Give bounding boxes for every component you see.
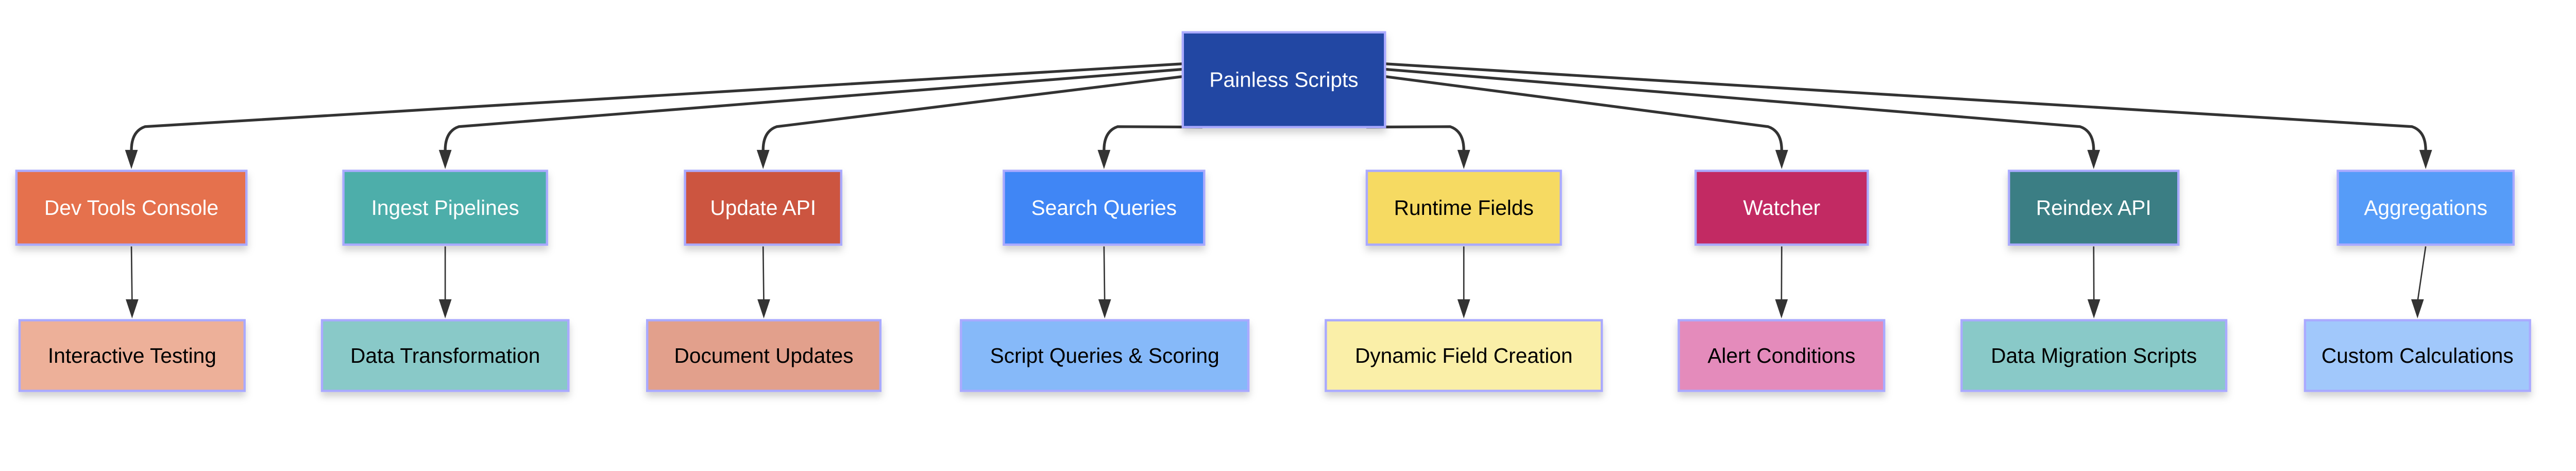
edge-root-to-reindex-api bbox=[1385, 68, 2095, 153]
arrowhead-icon bbox=[438, 299, 452, 318]
edge-root-to-watcher bbox=[1384, 75, 1783, 153]
node-data-transformation[interactable]: Data Transformation bbox=[320, 319, 570, 392]
edge-dev-tools-console-to-interactive-testing bbox=[130, 246, 133, 302]
arrowhead-icon bbox=[126, 299, 139, 318]
root-node-label: Painless Scripts bbox=[1209, 68, 1358, 92]
node-watcher[interactable]: Watcher bbox=[1694, 170, 1869, 246]
edges-layer bbox=[125, 62, 2432, 318]
node-custom-calculations[interactable]: Custom Calculations bbox=[2303, 319, 2531, 392]
edge-root-to-runtime-fields bbox=[1366, 125, 1465, 153]
node-ingest-pipelines[interactable]: Ingest Pipelines bbox=[342, 170, 548, 246]
edge-root-to-search-queries bbox=[1103, 125, 1202, 153]
node-runtime-fields-box bbox=[1365, 170, 1562, 246]
arrowhead-icon bbox=[1457, 299, 1470, 318]
node-script-queries-scoring-box bbox=[960, 319, 1250, 392]
nodes-layer: Painless Scripts Dev Tools ConsoleIntera… bbox=[15, 31, 2531, 392]
edge-aggregations-to-custom-calculations bbox=[2417, 246, 2427, 302]
node-dev-tools-console[interactable]: Dev Tools Console bbox=[15, 170, 248, 246]
arrowhead-icon bbox=[1097, 149, 1111, 169]
node-search-queries[interactable]: Search Queries bbox=[1003, 170, 1206, 246]
node-document-updates-box bbox=[646, 319, 882, 392]
node-reindex-api[interactable]: Reindex API bbox=[2008, 170, 2180, 246]
node-update-api[interactable]: Update API bbox=[684, 170, 842, 246]
node-interactive-testing-box bbox=[18, 319, 246, 392]
node-search-queries-box bbox=[1003, 170, 1206, 246]
node-aggregations-label: Aggregations bbox=[2364, 196, 2487, 220]
root-node[interactable]: Painless Scripts bbox=[1181, 31, 1386, 128]
node-alert-conditions[interactable]: Alert Conditions bbox=[1677, 319, 1886, 392]
node-runtime-fields-label: Runtime Fields bbox=[1394, 196, 1534, 220]
arrowhead-icon bbox=[1098, 299, 1111, 318]
node-dev-tools-console-label: Dev Tools Console bbox=[44, 196, 218, 220]
edge-root-to-aggregations bbox=[1385, 62, 2427, 153]
arrowhead-icon bbox=[756, 149, 770, 169]
node-data-transformation-box bbox=[320, 319, 570, 392]
node-runtime-fields[interactable]: Runtime Fields bbox=[1365, 170, 1562, 246]
arrowhead-icon bbox=[1775, 149, 1788, 169]
node-data-migration-scripts-box bbox=[1960, 319, 2228, 392]
node-data-migration-scripts-label: Data Migration Scripts bbox=[1991, 344, 2197, 367]
node-custom-calculations-box bbox=[2303, 319, 2531, 392]
node-dynamic-field-creation-label: Dynamic Field Creation bbox=[1355, 344, 1573, 367]
node-document-updates[interactable]: Document Updates bbox=[646, 319, 882, 392]
arrowhead-icon bbox=[757, 299, 770, 318]
edge-root-to-dev-tools-console bbox=[130, 62, 1183, 153]
node-update-api-box bbox=[684, 170, 842, 246]
arrowhead-icon bbox=[125, 149, 138, 169]
node-ingest-pipelines-label: Ingest Pipelines bbox=[371, 196, 519, 220]
node-alert-conditions-label: Alert Conditions bbox=[1707, 344, 1855, 367]
node-aggregations-box bbox=[2336, 170, 2515, 246]
node-ingest-pipelines-box bbox=[342, 170, 548, 246]
edge-update-api-to-document-updates bbox=[762, 246, 765, 302]
node-custom-calculations-label: Custom Calculations bbox=[2321, 344, 2514, 367]
node-script-queries-scoring[interactable]: Script Queries & Scoring bbox=[960, 319, 1250, 392]
edge-root-to-ingest-pipelines bbox=[444, 68, 1183, 153]
node-search-queries-label: Search Queries bbox=[1031, 196, 1177, 220]
node-document-updates-label: Document Updates bbox=[674, 344, 853, 367]
node-data-migration-scripts[interactable]: Data Migration Scripts bbox=[1960, 319, 2228, 392]
node-alert-conditions-box bbox=[1677, 319, 1886, 392]
arrowhead-icon bbox=[1457, 149, 1470, 169]
edge-root-to-update-api bbox=[761, 75, 1183, 153]
root-node-box bbox=[1181, 31, 1386, 128]
arrowhead-icon bbox=[438, 149, 452, 169]
arrowhead-icon bbox=[2087, 149, 2100, 169]
node-dynamic-field-creation[interactable]: Dynamic Field Creation bbox=[1325, 319, 1603, 392]
node-aggregations[interactable]: Aggregations bbox=[2336, 170, 2515, 246]
node-dev-tools-console-box bbox=[15, 170, 248, 246]
node-update-api-label: Update API bbox=[710, 196, 816, 220]
arrowhead-icon bbox=[2087, 299, 2100, 318]
node-interactive-testing[interactable]: Interactive Testing bbox=[18, 319, 246, 392]
arrowhead-icon bbox=[1775, 299, 1788, 318]
node-reindex-api-box bbox=[2008, 170, 2180, 246]
arrowhead-icon bbox=[2419, 149, 2432, 169]
edge-search-queries-to-script-queries-scoring bbox=[1103, 246, 1106, 302]
node-script-queries-scoring-label: Script Queries & Scoring bbox=[990, 344, 1219, 367]
node-data-transformation-label: Data Transformation bbox=[350, 344, 540, 367]
arrowhead-icon bbox=[2411, 299, 2424, 318]
node-watcher-box bbox=[1694, 170, 1869, 246]
node-reindex-api-label: Reindex API bbox=[2036, 196, 2151, 220]
node-dynamic-field-creation-box bbox=[1325, 319, 1603, 392]
node-watcher-label: Watcher bbox=[1743, 196, 1820, 220]
painless-scripts-diagram: Painless Scripts Dev Tools ConsoleIntera… bbox=[15, 31, 2531, 392]
node-interactive-testing-label: Interactive Testing bbox=[48, 344, 216, 367]
